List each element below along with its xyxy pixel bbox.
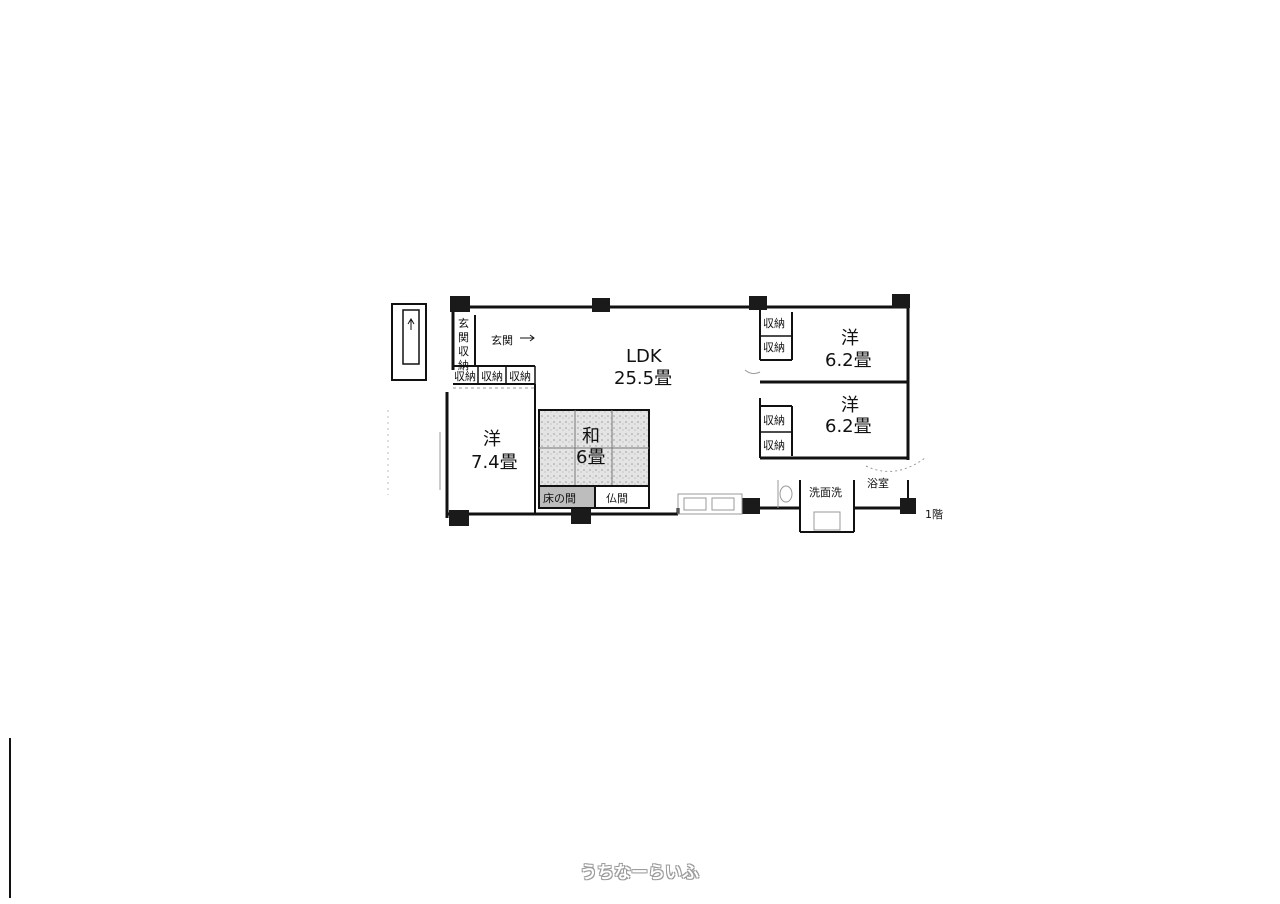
storage-label-e-1: 収納 [763,414,785,427]
storage-label-e-2: 収納 [763,439,785,452]
ne-room-size: 6.2畳 [825,350,872,371]
japanese-room-name: 和 [582,426,600,447]
entry-stairs [391,303,427,381]
east-room-walls [744,310,908,460]
ne-room-name: 洋 [841,328,859,349]
entrance-storage-label: 玄 関 収 納 [458,316,469,372]
west-room-walls [387,384,536,514]
entrance-label: 玄関 [491,333,513,347]
watermark: うちなーらいふ [580,863,699,883]
bathroom-label: 浴室 [867,476,889,490]
svg-text:収: 収 [458,345,469,358]
floor-label: 1階 [925,507,943,521]
exterior-walls [445,305,910,518]
kitchen-counter [677,493,743,515]
structural-columns [449,294,916,526]
e-room-size: 6.2畳 [825,416,872,437]
japanese-room-size: 6畳 [576,447,605,468]
entrance-area [453,315,537,389]
svg-text:玄: 玄 [458,316,469,330]
wet-area-walls [777,457,926,533]
west-room-name: 洋 [483,429,501,450]
ldk-name: LDK [626,346,663,367]
storage-label-ne-1: 収納 [763,317,785,330]
west-room-size: 7.4畳 [471,452,518,473]
washroom-label: 洗面洗 [809,486,842,499]
ldk-size: 25.5畳 [614,368,672,389]
japanese-room [538,409,650,509]
storage-label-entry-3: 収納 [509,370,531,383]
left-edge-bar [9,738,11,898]
svg-text:納: 納 [458,359,469,372]
storage-label-entry-1: 収納 [454,370,476,383]
storage-label-ne-2: 収納 [763,341,785,354]
svg-text:関: 関 [458,331,469,344]
storage-label-entry-2: 収納 [481,370,503,383]
e-room-name: 洋 [841,395,859,416]
tokonoma-label: 床の間 [543,491,576,505]
butsuma-label: 仏間 [606,492,628,505]
